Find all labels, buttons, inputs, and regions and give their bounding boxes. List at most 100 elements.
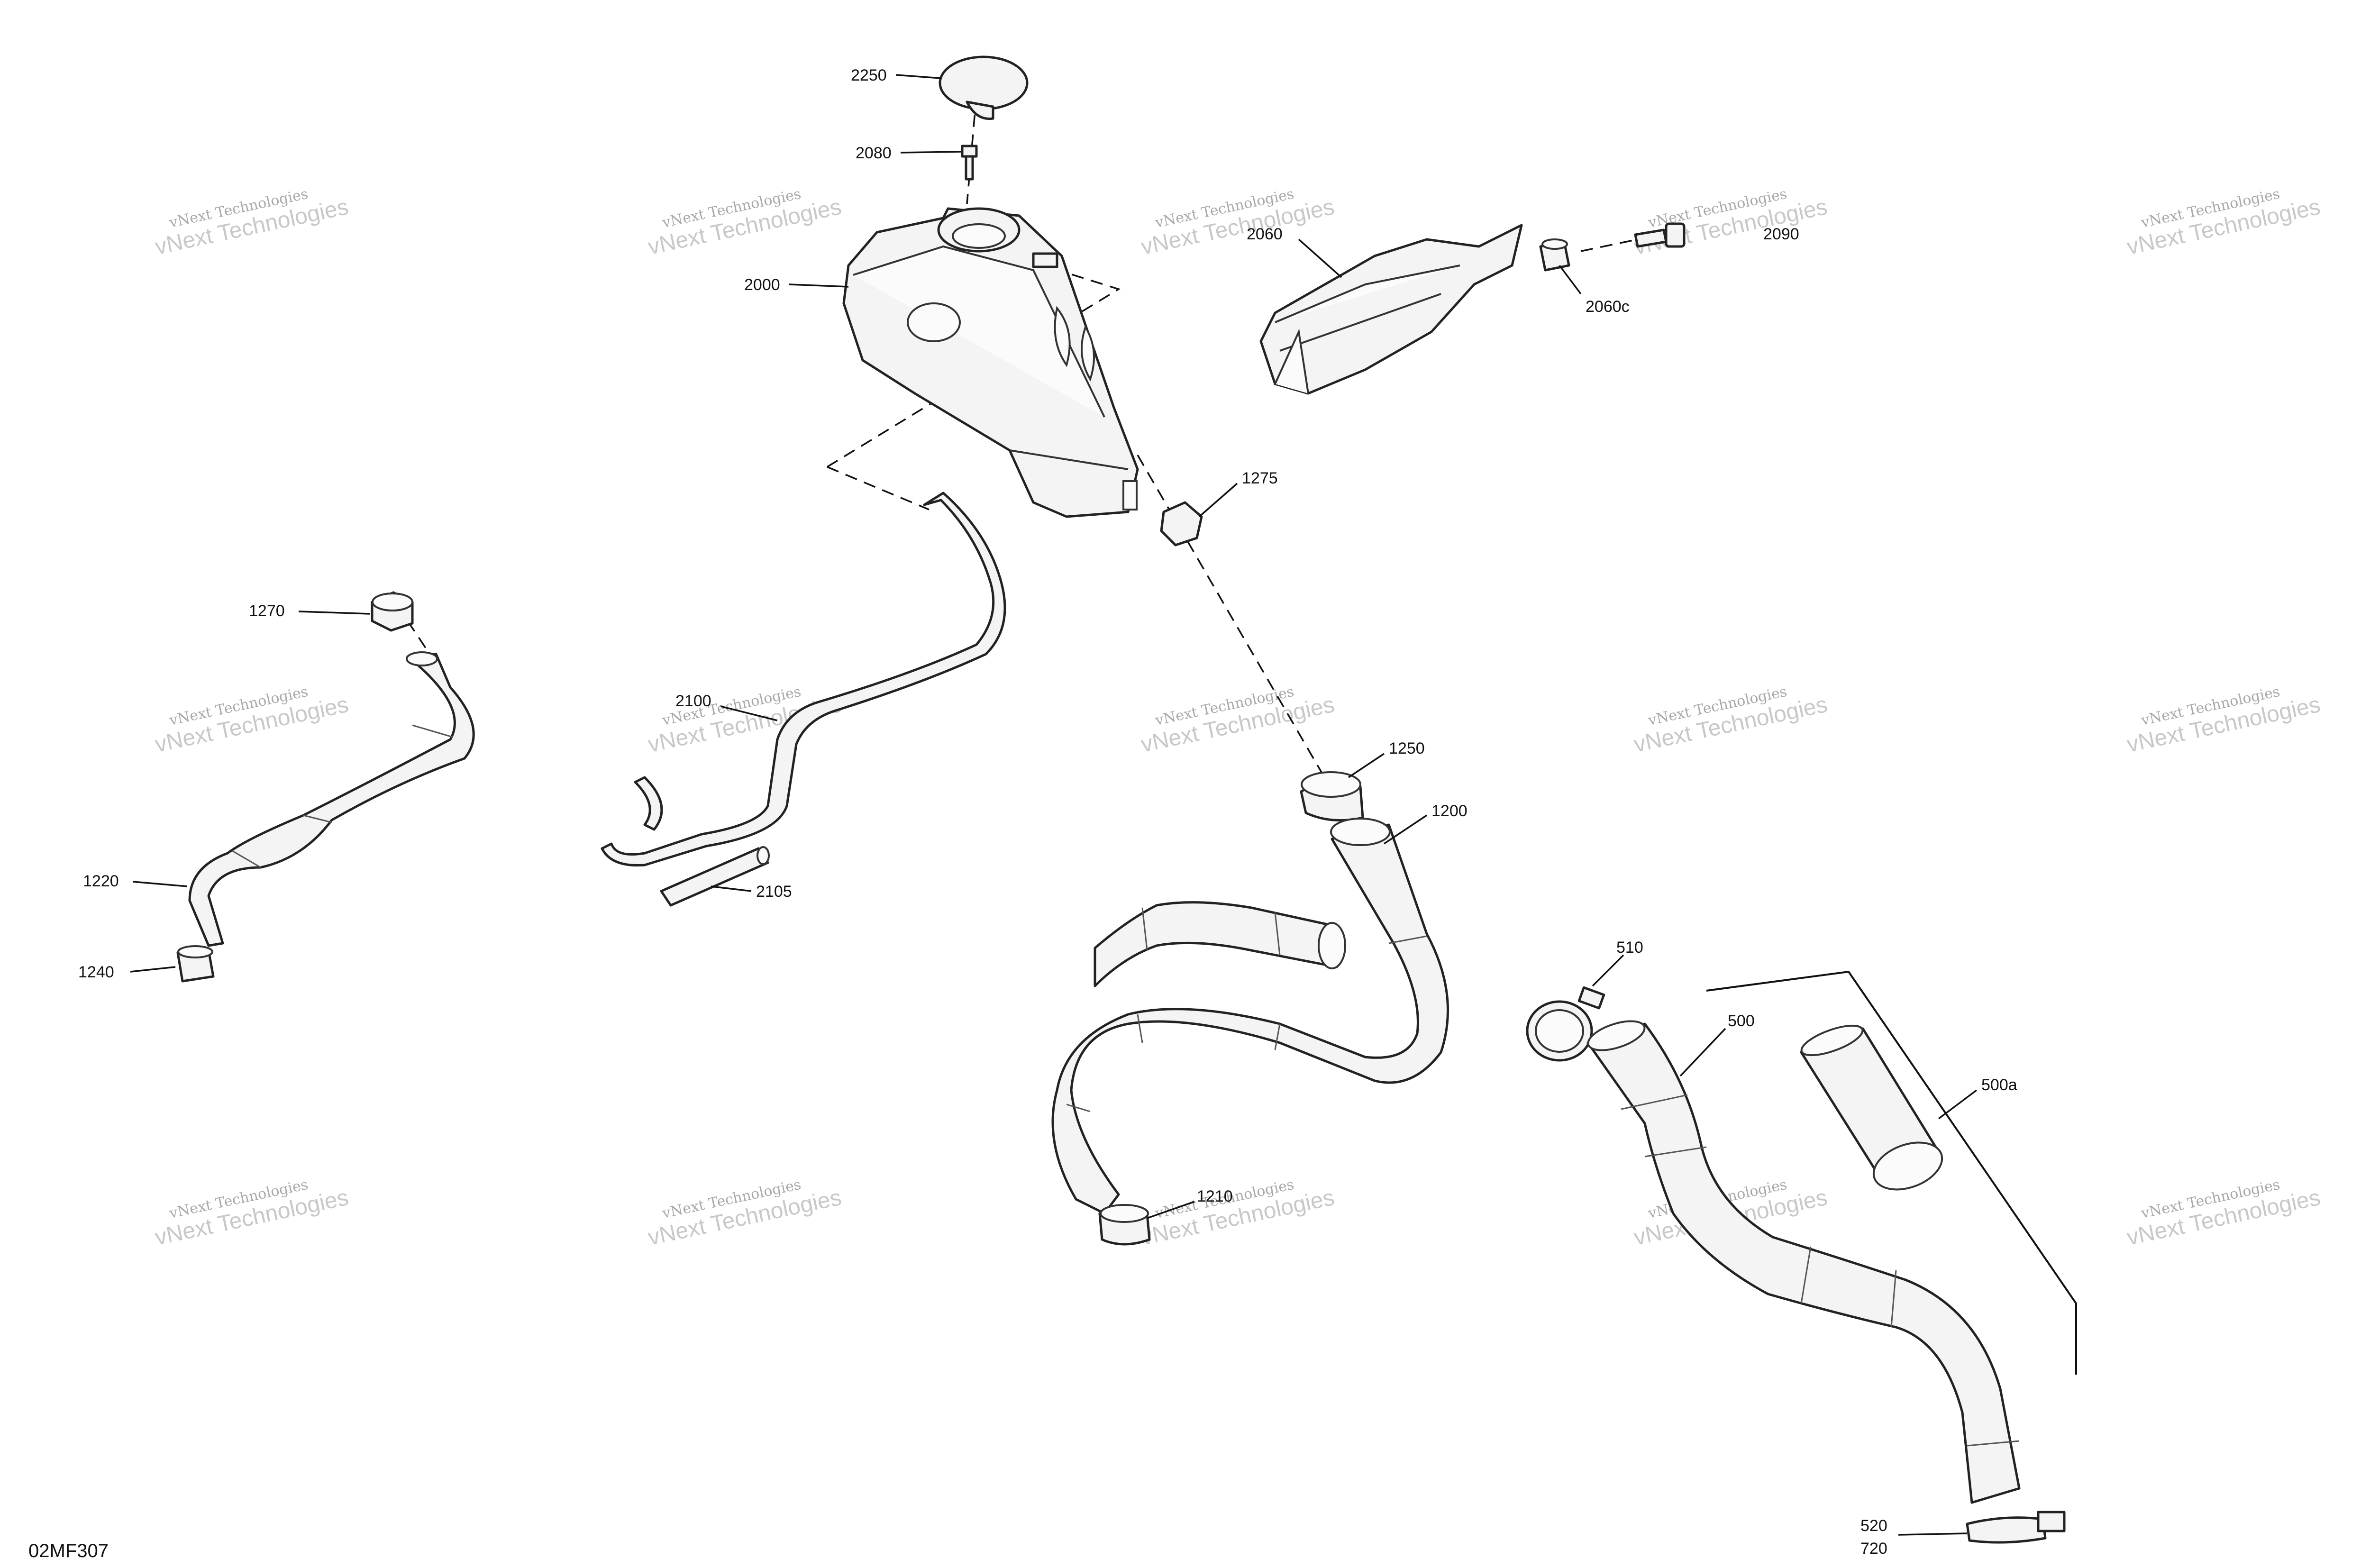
hose-body [1051,823,1449,1215]
tank-filler-opening [952,223,1006,249]
hose-band [1137,1014,1143,1043]
part-screw-2080 [961,145,978,181]
dash-bracket-screw [1580,238,1638,252]
clamp-body [1160,501,1203,547]
tank-outlet [1122,480,1138,511]
part-clamp-1250 [1300,771,1364,822]
leader-500a [1938,1089,1978,1120]
leader-1270 [298,611,370,615]
diagram-code: 02MF307 [28,1541,109,1561]
hose-band [1141,907,1148,951]
hose-branch-end [1318,922,1346,969]
hose-top-end [1587,1020,1646,1051]
part-sleeve-2105 [660,846,770,907]
watermark: vNext Technologies vNext Technologies [646,186,844,260]
watermark: vNext Technologies vNext Technologies [1632,186,1830,260]
bracket-end [1274,328,1309,394]
callout-2000: 2000 [744,276,780,294]
callout-510: 510 [1616,939,1643,957]
leader-1275 [1198,483,1238,518]
clamp-screw [1577,986,1605,1010]
callout-labels: 2250 2080 2000 2060 2090 2060c 1275 1270… [78,66,2017,1558]
leader-510 [1592,954,1624,987]
tank-slot [1054,306,1071,367]
sleeve-end [1872,1141,1943,1191]
dash-tank-plane [827,264,1121,468]
dash-1270 [407,620,428,650]
sleeve-body [660,847,769,907]
part-clamp-510 [1526,986,1605,1062]
hose-body [188,653,475,947]
hose-branch [1094,901,1338,987]
watermark: vNext Technologies vNext Technologies [2125,1176,2323,1250]
callout-520: 520 [1860,1517,1887,1535]
bracket-rib [1275,264,1460,323]
part-bracket-2060 [1259,224,1523,395]
tank-nipple [1032,252,1058,268]
part-clip-2060c [1539,238,1570,272]
screw-shank [965,155,974,181]
callout-1250: 1250 [1389,739,1425,757]
watermark: vNext Technologies vNext Technologies [2125,684,2323,757]
leader-1240 [130,966,176,973]
watermark: vNext Technologies vNext Technologies [1139,1176,1337,1250]
clip-top [1541,238,1568,250]
part-sleeve-500a [1800,1024,1943,1191]
clamp-top [1301,771,1361,798]
leader-1200 [1384,814,1427,845]
part-hose-500 [1586,1020,2021,1504]
watermark: vNext Technologies vNext Technologies [646,1176,844,1250]
hose-band [412,724,453,738]
screw-head [1665,222,1686,248]
hose-band [1644,1146,1707,1158]
hose-band [1967,1440,2020,1447]
callout-1200: 1200 [1431,802,1468,820]
callout-1220: 1220 [83,872,119,890]
sleeve-end [757,846,770,865]
callout-2100: 2100 [675,692,711,710]
hose-end [406,651,438,666]
callout-2060c: 2060c [1586,298,1630,316]
watermark: vNext Technologies vNext Technologies [1632,684,1830,757]
leader-2100 [720,705,778,721]
part-tank-2000 [842,207,1139,518]
callout-1210: 1210 [1197,1187,1233,1205]
part-clamp-1270 [371,591,414,632]
hose-end-loop [634,776,663,831]
clamp-inner [1535,1009,1584,1053]
clamp-top [372,593,413,611]
screw-head [961,145,978,158]
clamp-body [1966,1516,2047,1544]
leader-2000 [789,283,849,288]
clamp-screw [2037,1511,2066,1532]
callout-2080: 2080 [856,144,892,162]
part-clamp-1240 [176,945,215,983]
hose-band [1621,1094,1688,1110]
hose-top-end [1330,818,1391,846]
hose-body [601,492,1006,867]
callout-2060: 2060 [1247,225,1283,243]
dash-tank-hose [827,466,930,511]
hose-band [232,850,261,868]
hose-band [1800,1246,1812,1304]
part-clamp-520 [1966,1511,2066,1544]
leader-2250 [895,74,941,79]
hose-band [1066,1103,1091,1112]
part-hose-2100 [601,492,1006,867]
leader-500 [1679,1028,1726,1077]
part-clamp-1210 [1098,1204,1151,1246]
dash-cap-to-tank [966,94,977,204]
watermark: vNext Technologies vNext Technologies [2125,186,2323,260]
tank-lower-edge [1009,449,1129,470]
leader-1220 [132,881,188,887]
callout-2250: 2250 [851,66,887,84]
callout-1240: 1240 [78,963,114,981]
hose-band [1388,935,1427,944]
watermark: vNext Technologies vNext Technologies [1139,186,1337,260]
leader-1250 [1348,753,1385,778]
leader-lines [130,74,1978,1536]
bracket-body [1259,224,1523,395]
hose-body [1586,1022,2021,1504]
callout-2090: 2090 [1763,225,1799,243]
